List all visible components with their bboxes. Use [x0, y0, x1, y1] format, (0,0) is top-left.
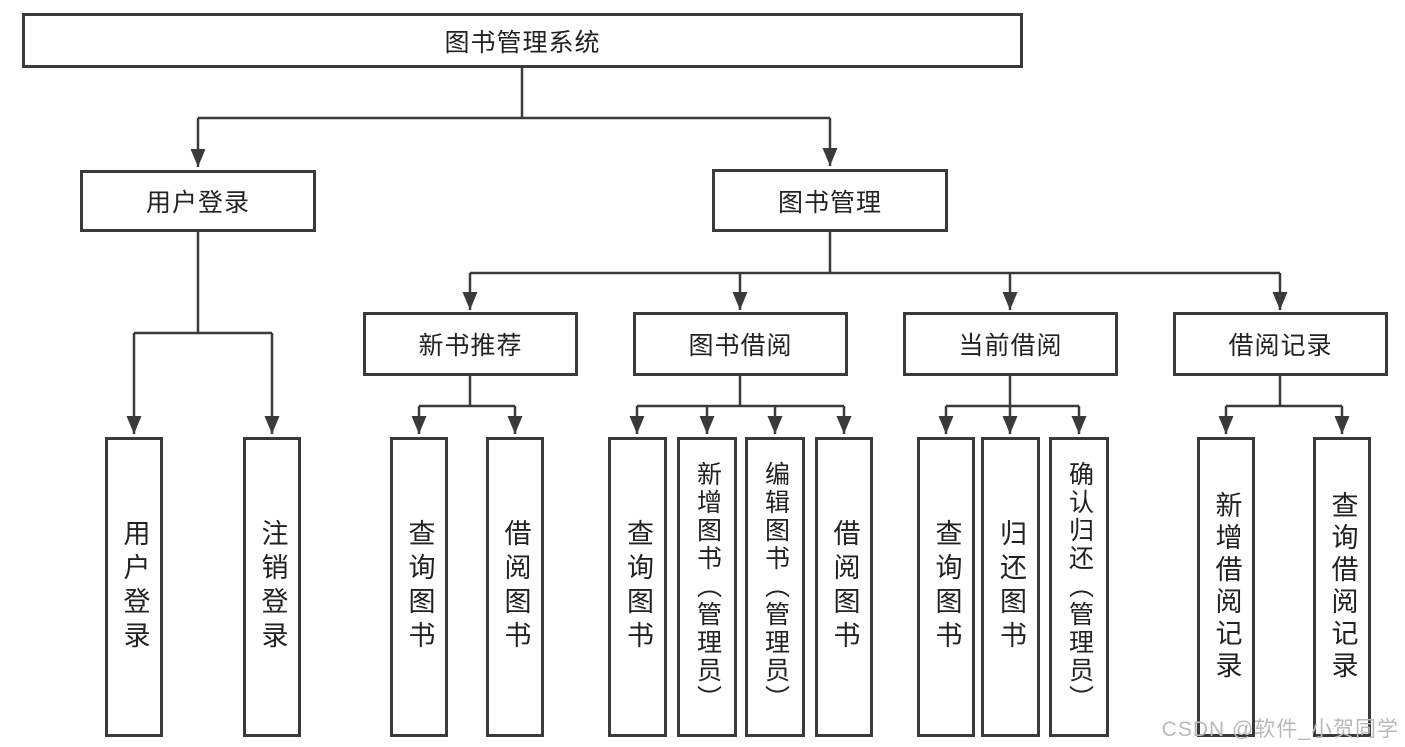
leaf-borrow-book-borrow: 借阅图书: [815, 437, 873, 737]
leaf-add-borrow-record: 新增借阅记录: [1197, 437, 1255, 737]
leaf-borrow-book-recommend: 借阅图书: [486, 437, 544, 737]
leaf-edit-book-admin: 编辑图书（管理员）: [745, 437, 805, 737]
leaf-return-book: 归还图书: [981, 437, 1040, 737]
leaf-query-borrow-record-label: 查询借阅记录: [1327, 491, 1358, 683]
leaf-confirm-return-admin: 确认归还（管理员）: [1049, 437, 1109, 737]
leaf-query-book-borrow: 查询图书: [608, 437, 667, 737]
node-user-login: 用户登录: [80, 170, 316, 232]
leaf-query-book-borrow-label: 查询图书: [623, 519, 653, 655]
node-root-label: 图书管理系统: [444, 28, 601, 57]
node-current-borrow: 当前借阅: [903, 312, 1118, 376]
leaf-logout-label: 注销登录: [257, 519, 288, 655]
leaf-return-book-label: 归还图书: [996, 519, 1026, 655]
node-book-management-label: 图书管理: [777, 188, 882, 217]
node-new-book-recommend-label: 新书推荐: [418, 332, 523, 360]
leaf-user-login: 用户登录: [105, 437, 163, 737]
node-new-book-recommend: 新书推荐: [363, 312, 578, 376]
leaf-edit-book-admin-label: 编辑图书（管理员）: [761, 461, 790, 713]
leaf-query-book-recommend: 查询图书: [390, 437, 448, 737]
node-root: 图书管理系统: [22, 13, 1023, 68]
watermark-text: CSDN @软件_小贺同学: [1161, 718, 1399, 741]
leaf-query-book-recommend-label: 查询图书: [404, 519, 435, 655]
leaf-confirm-return-admin-label: 确认归还（管理员）: [1065, 461, 1094, 713]
leaf-add-book-admin: 新增图书（管理员）: [677, 437, 737, 737]
leaf-query-book-current: 查询图书: [917, 437, 975, 737]
leaf-query-book-current-label: 查询图书: [931, 519, 962, 655]
leaf-user-login-label: 用户登录: [119, 519, 150, 655]
node-current-borrow-label: 当前借阅: [958, 332, 1063, 360]
leaf-borrow-book-borrow-label: 借阅图书: [829, 519, 860, 655]
leaf-logout: 注销登录: [243, 437, 301, 737]
leaf-add-borrow-record-label: 新增借阅记录: [1211, 491, 1242, 683]
node-book-borrow-label: 图书借阅: [688, 332, 793, 360]
node-borrow-record-label: 借阅记录: [1228, 332, 1333, 360]
leaf-add-book-admin-label: 新增图书（管理员）: [693, 461, 722, 713]
node-borrow-record: 借阅记录: [1173, 312, 1388, 376]
node-user-login-label: 用户登录: [145, 189, 250, 217]
node-book-borrow: 图书借阅: [633, 312, 848, 376]
leaf-borrow-book-recommend-label: 借阅图书: [500, 519, 531, 655]
node-book-management: 图书管理: [712, 169, 948, 232]
leaf-query-borrow-record: 查询借阅记录: [1313, 437, 1371, 737]
